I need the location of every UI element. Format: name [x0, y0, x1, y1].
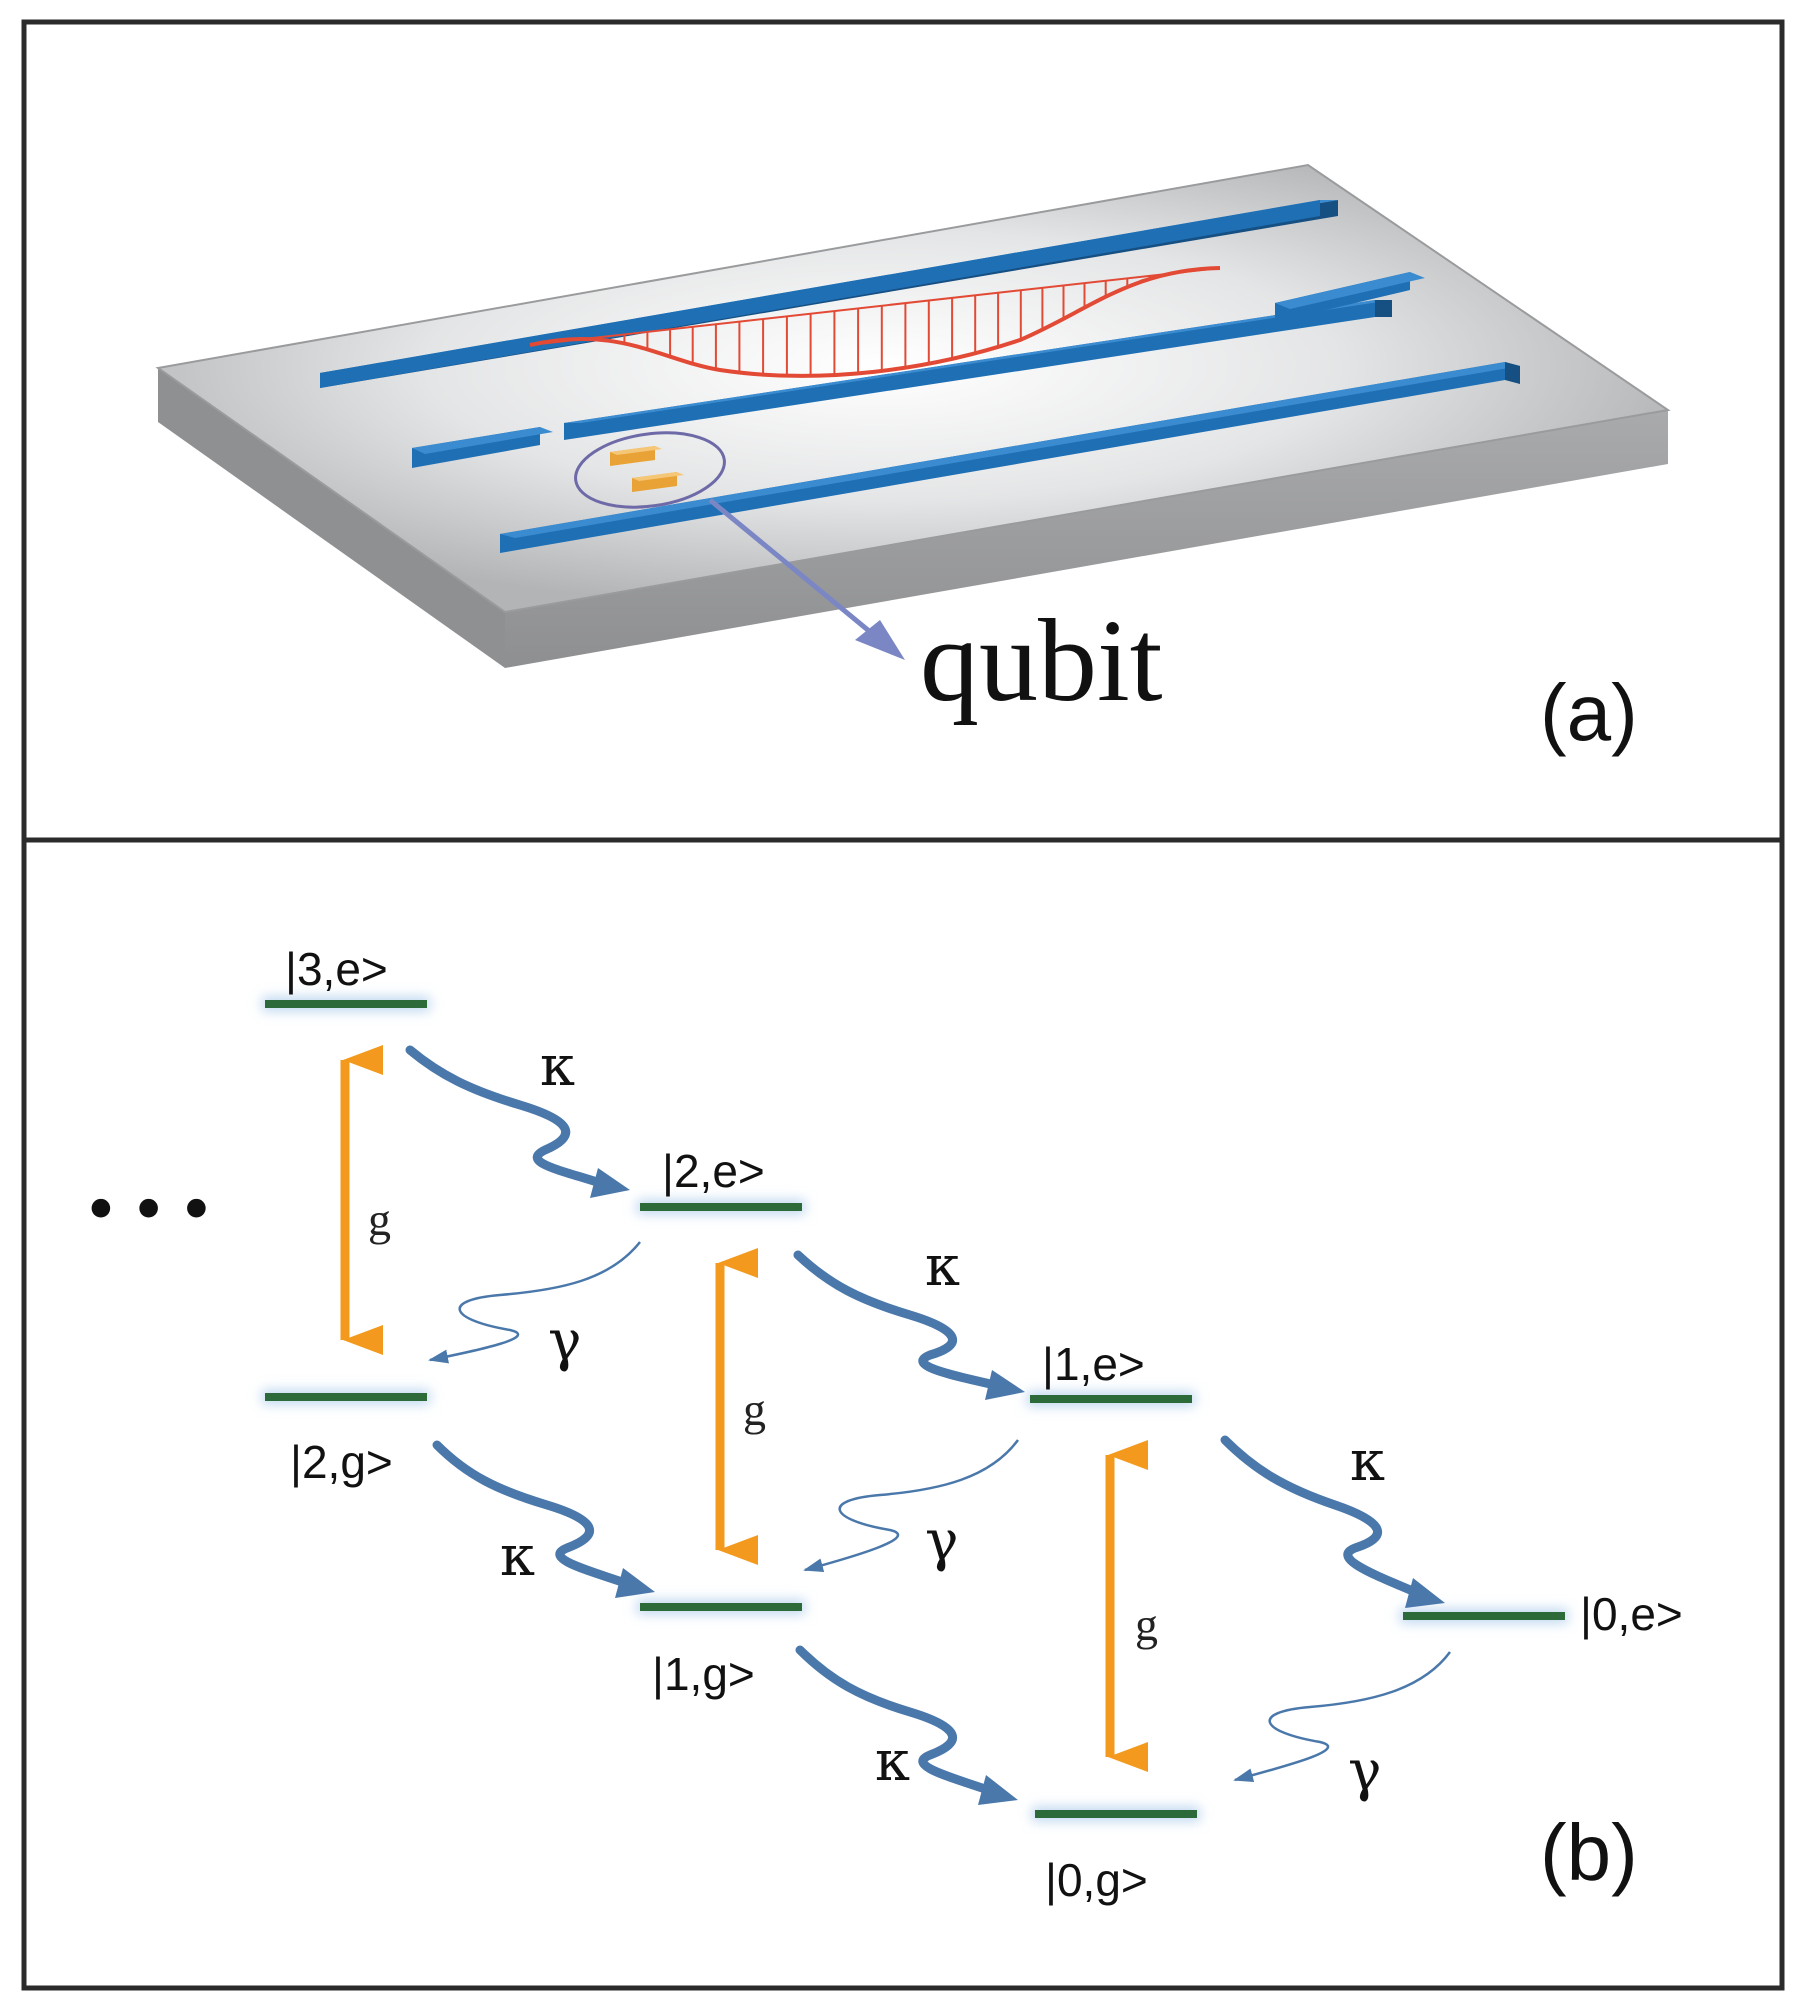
gamma-arrow-0e-0g — [1233, 1651, 1452, 1783]
resonator-strip-middle — [564, 300, 1392, 440]
level-2g — [262, 1390, 430, 1404]
coupling-label-1: g — [368, 1194, 391, 1245]
level-1e — [1027, 1392, 1195, 1406]
kappa-arrow-2e-1e — [793, 1250, 1025, 1400]
kappa-label-5: κ — [875, 1729, 910, 1794]
kappa-label-4: κ — [500, 1524, 535, 1589]
panel-a-label: (a) — [1540, 668, 1638, 757]
state-label-0g: |0,g> — [1045, 1854, 1148, 1906]
gamma-arrow-2e-2g — [428, 1241, 641, 1364]
state-label-3e: |3,e> — [285, 943, 388, 995]
state-label-0e: |0,e> — [1580, 1588, 1683, 1640]
kappa-arrow-2g-1g — [432, 1440, 655, 1598]
substrate-left-side — [158, 368, 505, 668]
level-0e — [1400, 1609, 1568, 1623]
qubit-label: qubit — [920, 595, 1163, 726]
ellipsis: ••• — [82, 1174, 225, 1248]
panel-b-frame — [21, 837, 1785, 1991]
qubit-pads — [610, 446, 684, 492]
level-0g — [1032, 1807, 1200, 1821]
level-3e — [262, 997, 430, 1011]
coupling-label-2: g — [743, 1384, 766, 1435]
level-2e — [637, 1200, 805, 1214]
gamma-arrow-1e-1g — [803, 1439, 1020, 1573]
qubit-pointer-arrow — [708, 498, 882, 642]
state-label-1e: |1,e> — [1042, 1338, 1145, 1390]
gamma-label-1: γ — [548, 1309, 581, 1374]
resonator-stub-right — [1275, 272, 1425, 322]
resonator-stub-left — [412, 427, 553, 468]
kappa-label-3: κ — [1350, 1429, 1385, 1494]
kappa-arrow-3e-2e — [405, 1045, 630, 1198]
level-1g — [637, 1600, 805, 1614]
gamma-label-3: γ — [1348, 1739, 1381, 1804]
state-label-2g: |2,g> — [290, 1436, 393, 1488]
state-label-1g: |1,g> — [652, 1648, 755, 1700]
state-label-2e: |2,e> — [662, 1145, 765, 1197]
panel-b-label: (b) — [1540, 1808, 1638, 1897]
qubit-highlight-circle — [574, 431, 726, 509]
resonator-strip-bottom — [500, 362, 1520, 553]
kappa-arrow-1g-0g — [795, 1645, 1018, 1805]
substrate-front-side — [505, 410, 1668, 668]
kappa-label-1: κ — [540, 1034, 575, 1099]
kappa-arrow-1e-0e — [1220, 1435, 1445, 1608]
kappa-label-2: κ — [925, 1234, 960, 1299]
substrate-top — [155, 163, 1671, 614]
energy-level-diagram: ••• |3,e> |2 — [82, 943, 1683, 1906]
chip-illustration: qubit (a) — [155, 163, 1671, 757]
gamma-label-2: γ — [925, 1509, 958, 1574]
standing-wave — [529, 266, 1221, 378]
coupling-label-3: g — [1135, 1599, 1158, 1650]
qubit-pointer-arrowhead — [855, 620, 905, 660]
